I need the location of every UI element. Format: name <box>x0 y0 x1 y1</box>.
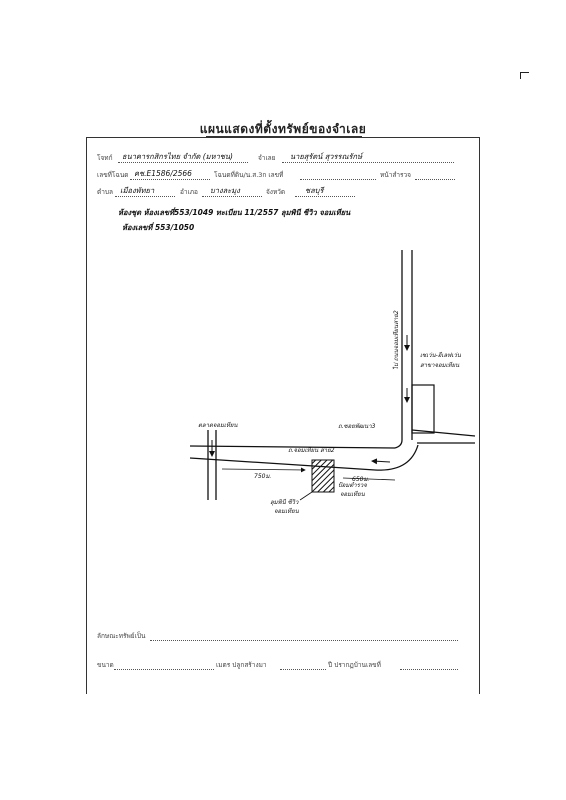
survey-label: หน้าสำรวจ <box>380 171 411 179</box>
main-road-bottom-edge <box>189 457 376 471</box>
nature-dotline <box>150 640 458 641</box>
title-underline <box>206 136 362 137</box>
land-no-dotline <box>300 179 376 180</box>
left-landmark-label: ตลาดจอมเทียน <box>198 421 238 429</box>
district-dotline <box>202 196 262 197</box>
right-landmark-box <box>411 384 435 434</box>
plaintiff-dotline <box>118 162 248 163</box>
condo-line-2: ห้องเลขที่ 553/1050 <box>122 223 195 232</box>
right-landmark-label: เซเว่น-อีเลฟเว่น <box>420 351 462 359</box>
size-label: ขนาด <box>97 661 114 669</box>
subdistrict-label: ตำบล <box>97 188 113 196</box>
size-dotline <box>114 669 214 670</box>
built-dotline <box>280 669 326 670</box>
soi-road-top-edge <box>411 429 476 437</box>
defendant-value: นายสุรัตน์ สุวรรณรักษ์ <box>290 152 363 161</box>
province-value: ชลบุรี <box>305 186 324 195</box>
near-label-2: จอมเทียน <box>340 490 366 498</box>
province-label: จังหวัด <box>266 188 286 196</box>
year-label: ปี ปรากฏบ้านเลขที่ <box>328 661 381 669</box>
deed-label: เลขที่โฉนด <box>97 171 129 179</box>
plaintiff-value: ธนาคารกสิกรไทย จำกัด (มหาชน) <box>122 152 233 161</box>
distance-left-label: 750ม. <box>254 473 271 480</box>
road-main-label: ถ.จอมเทียน สาย2 <box>288 446 335 454</box>
survey-dotline <box>415 179 455 180</box>
left-distance-line <box>221 467 306 473</box>
main-road-curve-bottom <box>374 444 419 471</box>
distance-right-label: 650ม. <box>352 476 369 483</box>
property-label-1: ลุมพินี ซีวิว <box>270 498 299 506</box>
property-label-2: จอมเทียน <box>274 507 300 515</box>
right-distance-line <box>342 477 396 481</box>
corner-mark <box>520 72 529 79</box>
near-label-1: ป้อมตำรวจ <box>338 481 367 489</box>
subdistrict-value: เมืองพัทยา <box>120 186 155 195</box>
defendant-label: จำเลย <box>258 154 276 162</box>
district-value: บางละมุง <box>210 186 240 195</box>
road-soi-label: ถ.ซอยพัฒนา3 <box>338 423 376 430</box>
subdistrict-dotline <box>115 196 175 197</box>
right-landmark-label-2: สาขาจอมเทียน <box>420 361 460 369</box>
nature-label: ลักษณะทรัพย์เป็น <box>97 632 146 640</box>
defendant-dotline <box>282 162 454 163</box>
meters-label: เมตร ปลูกสร้างมา <box>216 661 267 669</box>
form-frame <box>86 137 480 694</box>
province-dotline <box>295 196 355 197</box>
plaintiff-label: โจทก์ <box>97 154 113 162</box>
deed-dotline <box>130 179 210 180</box>
district-label: อำเภอ <box>180 188 198 196</box>
property-pointer <box>299 491 313 501</box>
house-no-dotline <box>400 669 458 670</box>
main-road-arrow <box>371 458 391 465</box>
condo-line: ห้องชุด ห้องเลขที่553/1049 ทะเบียน 11/25… <box>118 208 351 217</box>
property-parcel <box>311 459 335 493</box>
page-title: แผนแสดงที่ตั้งทรัพย์ของจำเลย <box>199 122 367 136</box>
road-vertical-label: ไป ถนนจอมเทียนสาย2 <box>392 310 400 370</box>
deed-value: คช.E1586/2566 <box>134 169 192 178</box>
main-road-curve-top <box>394 439 403 449</box>
land-no-label: โฉนดที่ดิน/น.ส.3ก เลขที่ <box>214 171 284 179</box>
main-road-top-edge <box>189 445 396 449</box>
